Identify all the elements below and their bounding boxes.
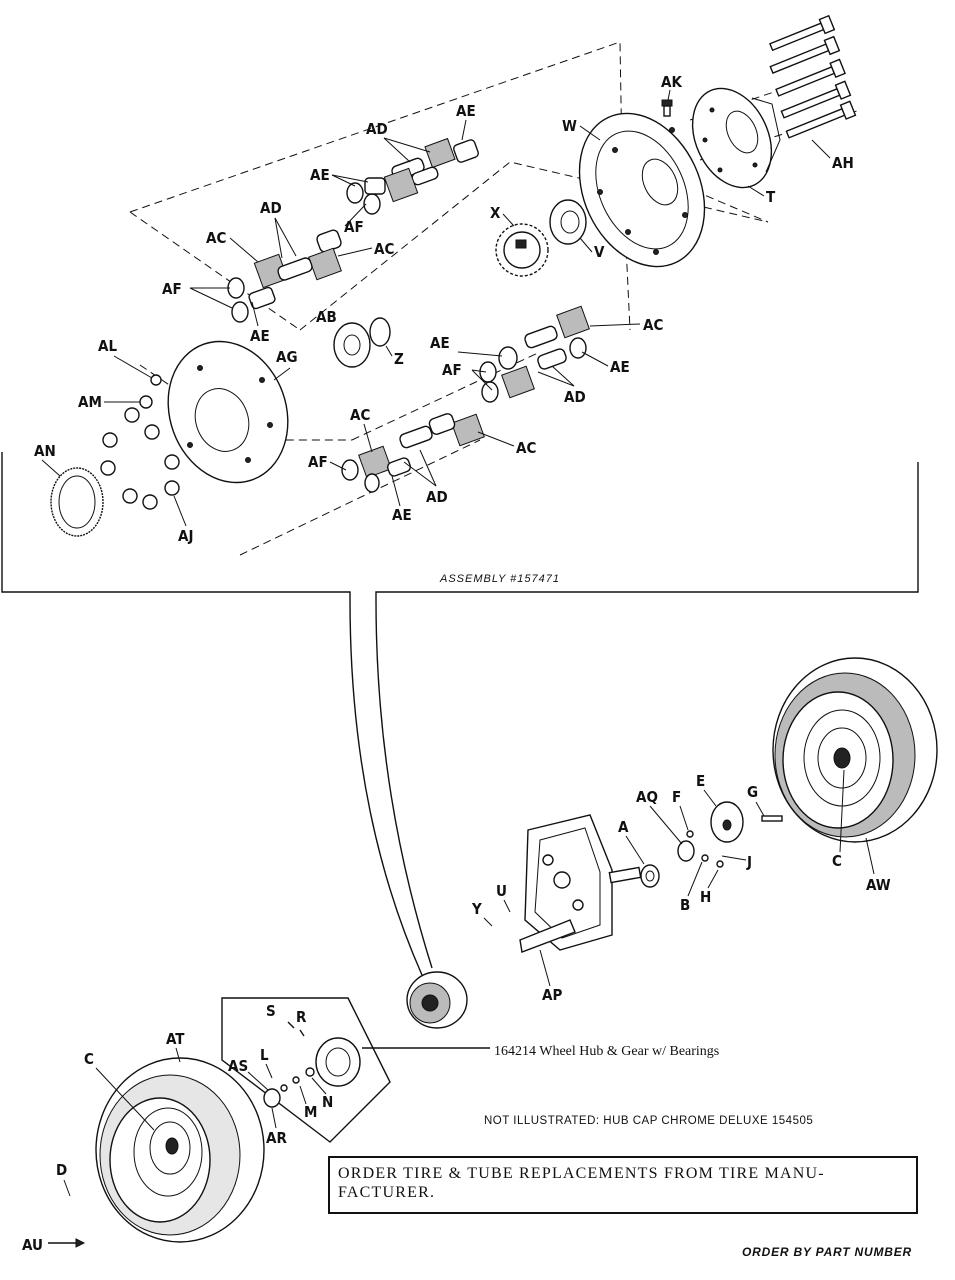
callout-ac: AC [374,240,394,258]
screw-ak [661,99,673,117]
callout-aw: AW [866,876,891,894]
callout-ac: AC [643,316,663,334]
callout-c: C [832,852,842,870]
small-hub-parts [640,801,783,888]
hub-plate-t [691,87,781,189]
callout-ar: AR [266,1129,287,1147]
wheel-hub-gear [406,971,468,1029]
bolts-ah [769,14,857,139]
callout-af: AF [442,361,462,379]
callout-y: Y [471,900,482,918]
wheel-aw [772,657,938,843]
callout-au: AU [22,1236,43,1254]
callout-af: AF [344,218,364,236]
callout-b: B [680,896,690,914]
carrier-plate-ag [167,340,289,484]
callout-ae: AE [310,166,330,184]
callout-ae: AE [610,358,630,376]
washer-ab [333,322,371,368]
callout-u: U [496,882,507,900]
callout-at: AT [166,1030,185,1048]
callout-ae: AE [392,506,412,524]
hub-part-label: 164214 Wheel Hub & Gear w/ Bearings [494,1044,719,1059]
callout-v: V [594,243,605,261]
callout-ad: AD [564,388,586,406]
lower-gear-train [341,305,590,493]
callout-ad: AD [426,488,448,506]
callout-e: E [696,772,705,790]
assembly-label: ASSEMBLY #157471 [439,573,560,585]
callout-an: AN [34,442,56,460]
callout-ad: AD [366,120,388,138]
callout-ae: AE [250,327,270,345]
callout-ac: AC [350,406,370,424]
callout-c: C [84,1050,94,1068]
order-note-line1: ORDER TIRE & TUBE REPLACEMENTS FROM TIRE… [338,1165,825,1182]
gearbox-housing-ap [519,814,642,953]
callout-ae: AE [430,334,450,352]
leader-lines [41,89,875,1197]
not-illustrated-note: NOT ILLUSTRATED: HUB CAP CHROME DELUXE 1… [484,1115,813,1127]
callout-d: D [56,1161,67,1179]
bearing-v [549,199,587,245]
plate-w [578,112,706,268]
au-arrow [48,1238,86,1248]
callout-h: H [700,888,711,906]
callout-af: AF [162,280,182,298]
callout-ah: AH [832,154,854,172]
callout-s: S [266,1002,276,1020]
order-by-part-number: ORDER BY PART NUMBER [742,1245,912,1259]
ring-gear-an [50,467,104,537]
ring-z [369,317,391,347]
order-note-line2: FACTURER. [338,1184,436,1201]
hub-detail-box [221,997,391,1143]
callout-r: R [296,1008,307,1026]
callout-f: F [672,788,681,806]
callout-t: T [766,188,776,206]
callout-ag: AG [276,348,298,366]
upper-gear-train [227,137,479,323]
callout-labels: AK AE AD W AE AH T AD AF AC AC X V AF AE… [22,73,891,1254]
callout-ab: AB [316,308,337,326]
order-tire-note-box: ORDER TIRE & TUBE REPLACEMENTS FROM TIRE… [328,1156,918,1214]
callout-aj: AJ [178,527,193,545]
callout-l: L [260,1046,269,1064]
callout-aq: AQ [636,788,658,806]
callout-af: AF [308,453,328,471]
callout-as: AS [228,1057,248,1075]
callout-ae: AE [456,102,476,120]
callout-w: W [562,117,577,135]
callout-j: J [746,853,752,871]
callout-ad: AD [260,199,282,217]
callout-g: G [747,783,758,801]
callout-z: Z [394,350,404,368]
callout-ap: AP [542,986,562,1004]
callout-ac: AC [206,229,226,247]
callout-am: AM [78,393,102,411]
wheel-at [95,1057,281,1243]
callout-m: M [304,1103,317,1121]
callout-x: X [490,204,501,222]
callout-ac: AC [516,439,536,457]
callout-al: AL [98,337,117,355]
assembly-boundary [1,452,919,976]
nuts-am-aj [100,374,180,510]
gear-x [495,223,549,277]
callout-a: A [618,818,629,836]
callout-n: N [322,1093,333,1111]
callout-ak: AK [661,73,682,91]
